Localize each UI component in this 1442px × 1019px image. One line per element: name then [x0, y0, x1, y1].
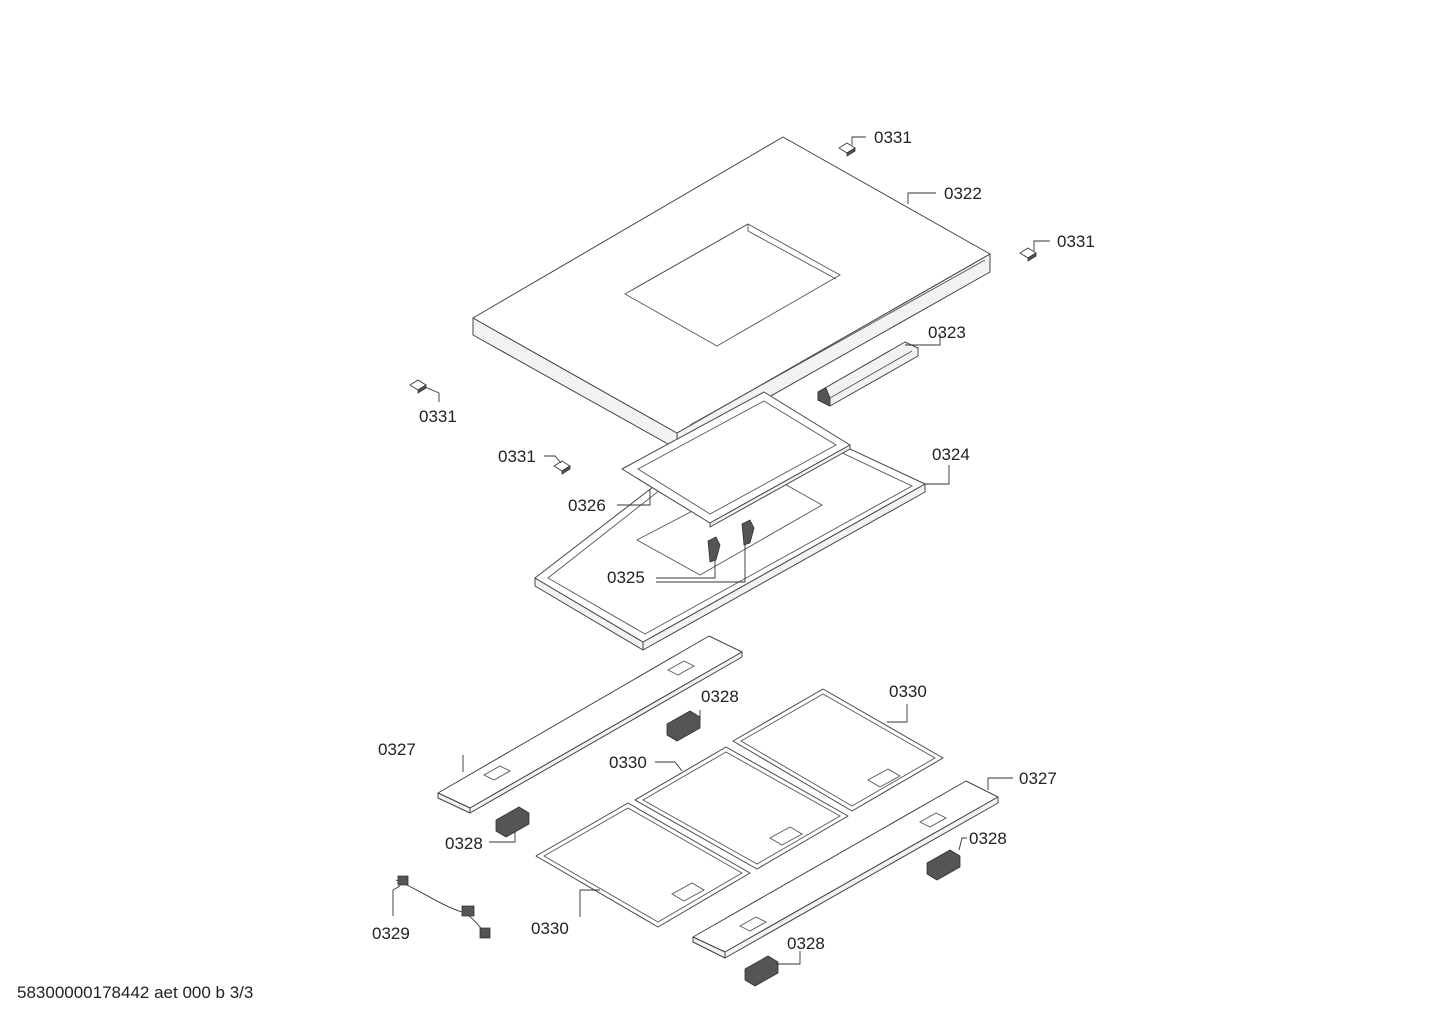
part-0331-clip-left	[409, 379, 427, 394]
part-0326-frame-plate	[621, 391, 851, 528]
callout-0328-b: 0328	[445, 834, 483, 853]
part-0329-cable	[395, 875, 491, 939]
callout-0329: 0329	[372, 924, 410, 943]
part-0323-bracket	[817, 341, 919, 407]
callout-0323: 0323	[928, 323, 966, 342]
part-0331-clip-mid	[553, 460, 571, 475]
callout-0328-d: 0328	[787, 934, 825, 953]
part-0331-clip-top	[838, 142, 856, 157]
part-0330-filter-front	[535, 802, 751, 928]
callout-0331-top: 0331	[874, 128, 912, 147]
part-0328-clip-b	[495, 806, 530, 838]
part-0328-clip-d	[744, 955, 779, 987]
callout-labels: 0331 0322 0331 0323 0331 0331 0324 0326 …	[372, 128, 1095, 953]
document-id: 58300000178442 aet 000 b 3/3	[17, 983, 253, 1002]
part-0322-top-cover	[472, 136, 991, 450]
callout-0328-c: 0328	[969, 829, 1007, 848]
callout-0331-right: 0331	[1057, 232, 1095, 251]
part-0327-rail-right	[692, 780, 999, 959]
callout-0331-mid: 0331	[498, 447, 536, 466]
leader-lines	[392, 136, 1050, 965]
part-0330-filter-back	[732, 688, 944, 812]
callout-0328-a: 0328	[701, 687, 739, 706]
callout-0327-left: 0327	[378, 740, 416, 759]
part-0328-clip-a	[666, 710, 701, 742]
part-0325-hook-right	[741, 519, 755, 546]
callout-0330-mid: 0330	[609, 753, 647, 772]
callout-0324: 0324	[932, 445, 970, 464]
callout-0322: 0322	[944, 184, 982, 203]
part-0327-rail-left	[437, 635, 743, 814]
callout-0325: 0325	[607, 568, 645, 587]
part-0331-clip-right	[1019, 247, 1037, 262]
part-0325-hook-left	[707, 536, 721, 563]
callout-0330-back: 0330	[889, 682, 927, 701]
callout-0326: 0326	[568, 496, 606, 515]
part-0328-clip-c	[926, 849, 961, 881]
callout-0330-front: 0330	[531, 919, 569, 938]
part-0324-base-frame	[534, 405, 926, 651]
part-0330-filter-mid	[634, 746, 849, 870]
callout-0327-right: 0327	[1019, 769, 1057, 788]
callout-0331-left: 0331	[419, 407, 457, 426]
